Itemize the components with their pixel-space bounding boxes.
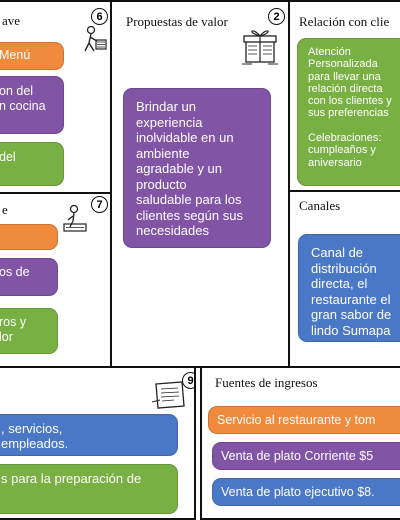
- key-resource-note-2: os de: [0, 258, 58, 296]
- value-proposition-number: 2: [268, 8, 285, 25]
- key-resources-header: e: [2, 202, 8, 217]
- key-activities-block: ave 6 Menú on del n cocina del: [0, 0, 112, 194]
- receipt-icon: [151, 381, 185, 409]
- key-resources-block: e 7 os de ros y lor: [0, 192, 112, 368]
- key-activity-note-3: del: [0, 142, 64, 186]
- key-activity-note-2: on del n cocina: [0, 76, 64, 134]
- worker-machine-icon: [63, 204, 87, 232]
- cost-structure-number: 9: [182, 372, 194, 389]
- cost-note-1: , servicios, empleados.: [0, 414, 178, 456]
- key-activity-note-1: Menú: [0, 42, 64, 70]
- key-activities-number: 6: [91, 8, 108, 25]
- cost-note-2: s para la preparación de: [0, 464, 178, 514]
- cost-structure-block: 9 , servicios, empleados. s para la prep…: [0, 366, 196, 520]
- customer-relationships-block: Relación con clie Atención Personalizada…: [288, 0, 400, 192]
- customer-relationships-note: Atención Personalizada para llevar una r…: [297, 38, 400, 186]
- revenue-note-2: Venta de plato Corriente $5: [212, 442, 400, 470]
- worker-icon: [84, 25, 107, 52]
- revenue-streams-block: Fuentes de ingresos Servicio al restaura…: [200, 366, 400, 520]
- revenue-note-1: Servicio al restaurante y tom: [208, 406, 400, 434]
- revenue-streams-header: Fuentes de ingresos: [215, 375, 318, 390]
- channels-note: Canal de distribución directa, el restau…: [298, 234, 400, 342]
- gift-icon: [242, 30, 278, 65]
- key-resource-note-1: [0, 224, 58, 250]
- channels-header: Canales: [299, 198, 341, 213]
- revenue-note-3: Venta de plato ejecutivo $8.: [212, 478, 400, 506]
- customer-relationships-header: Relación con clie: [299, 14, 390, 29]
- channels-block: Canales Canal de distribución directa, e…: [288, 190, 400, 368]
- key-activities-header: ave: [2, 13, 21, 28]
- value-proposition-header: Propuestas de valor: [126, 14, 228, 29]
- key-resources-number: 7: [91, 196, 108, 213]
- key-resource-note-3: ros y lor: [0, 308, 58, 354]
- value-proposition-block: Propuestas de valor 2 Brindar un experie…: [110, 0, 290, 368]
- value-proposition-note: Brindar un experiencia inolvidable en un…: [123, 88, 271, 248]
